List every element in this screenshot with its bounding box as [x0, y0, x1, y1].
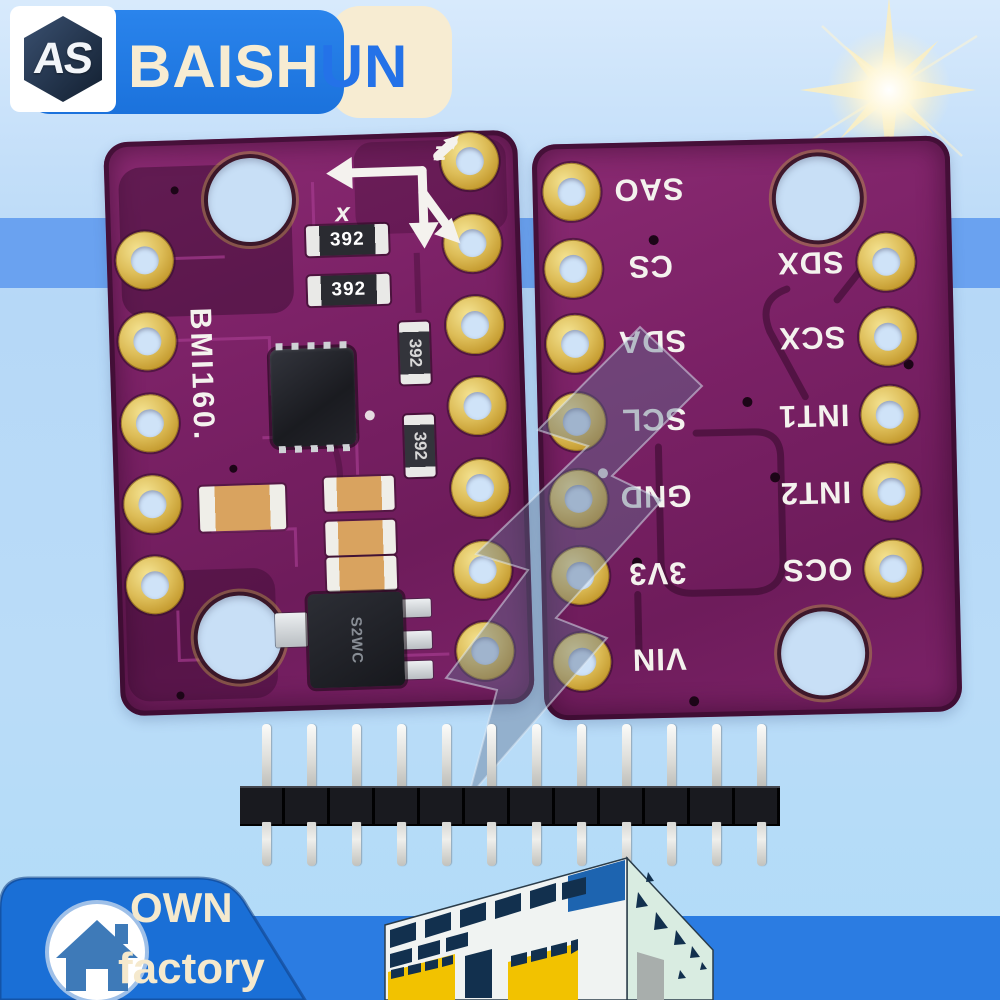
header-pin	[622, 724, 631, 788]
pin-label-vin: VIN	[631, 641, 687, 678]
brand-logo: AS	[10, 6, 116, 112]
brand-cream-pill	[330, 6, 452, 118]
header-pin	[442, 822, 451, 866]
brand-name: BAISHUN	[128, 32, 408, 101]
axis-x-label: x	[334, 196, 351, 228]
pin-label-sao: SAO	[613, 171, 685, 208]
header-pin	[667, 724, 676, 788]
header-pin	[577, 724, 586, 788]
capacitor	[198, 484, 287, 532]
badge-line1: OWN	[130, 884, 233, 931]
bmi160-chip	[269, 346, 357, 448]
regulator-marking: S2WC	[347, 616, 366, 664]
axis-orientation-icon	[326, 135, 461, 249]
header-pin	[487, 822, 496, 866]
brand-name-part1: BAISH	[128, 33, 320, 100]
header-pin	[397, 724, 406, 788]
house-icon	[56, 920, 138, 991]
pin-label-scx: SCX	[778, 319, 846, 357]
brand-name-part2: UN	[319, 33, 409, 100]
own-factory-badge	[0, 876, 307, 1000]
regulator-body: S2WC	[307, 591, 406, 689]
header-pin	[352, 822, 361, 866]
header-pin	[262, 822, 271, 866]
header-pin	[307, 822, 316, 866]
voltage-regulator: S2WC	[272, 582, 440, 699]
pin-label-sdx: SDX	[776, 244, 845, 282]
header-pin	[622, 822, 631, 866]
bmi160-silkscreen-label: BMI160.	[183, 307, 221, 443]
header-pin	[487, 724, 496, 788]
header-pin	[757, 822, 766, 866]
header-pin	[307, 724, 316, 788]
hexagon-logo-icon	[24, 16, 102, 102]
pcb-back-board: SAO CS SDA SCL GND 3V3 VIN SDX SCX INT1 …	[531, 135, 963, 721]
pin-label-sda: SDA	[617, 323, 687, 360]
header-pin	[262, 724, 271, 788]
pin-label-scl: SCL	[620, 401, 687, 438]
pcb-front-board: x z 392 392 392 392 BMI160. S2WC	[103, 129, 535, 717]
header-pin	[712, 822, 721, 866]
brand-monogram: AS	[31, 34, 95, 83]
resistor-392: 392	[307, 273, 391, 307]
pin-label-cs: CS	[627, 248, 674, 285]
badge-line2: factory	[118, 944, 265, 993]
resistor-392: 392	[305, 223, 389, 257]
header-pin	[352, 724, 361, 788]
resistor-392: 392	[398, 321, 431, 385]
header-pin	[532, 724, 541, 788]
resistor-392: 392	[403, 414, 436, 478]
header-pin	[667, 822, 676, 866]
header-pin	[532, 822, 541, 866]
pin-header-strip	[240, 724, 780, 869]
pin-label-ocs: OCS	[781, 551, 853, 589]
pin-label-int2: INT2	[779, 474, 852, 512]
pin-label-int1: INT1	[777, 397, 850, 435]
capacitor	[325, 519, 397, 556]
header-pin	[397, 822, 406, 866]
sun-icon	[800, 0, 978, 186]
header-pin	[712, 724, 721, 788]
pin-label-3v3: 3V3	[627, 555, 687, 592]
factory-illustration	[384, 856, 714, 1000]
pin-label-gnd: GND	[619, 478, 692, 515]
axis-z-label: z	[433, 135, 447, 167]
header-pin	[757, 724, 766, 788]
pin-header-plastic-bar	[240, 786, 780, 826]
capacitor	[323, 475, 395, 512]
header-pin	[442, 724, 451, 788]
header-pin	[577, 822, 586, 866]
